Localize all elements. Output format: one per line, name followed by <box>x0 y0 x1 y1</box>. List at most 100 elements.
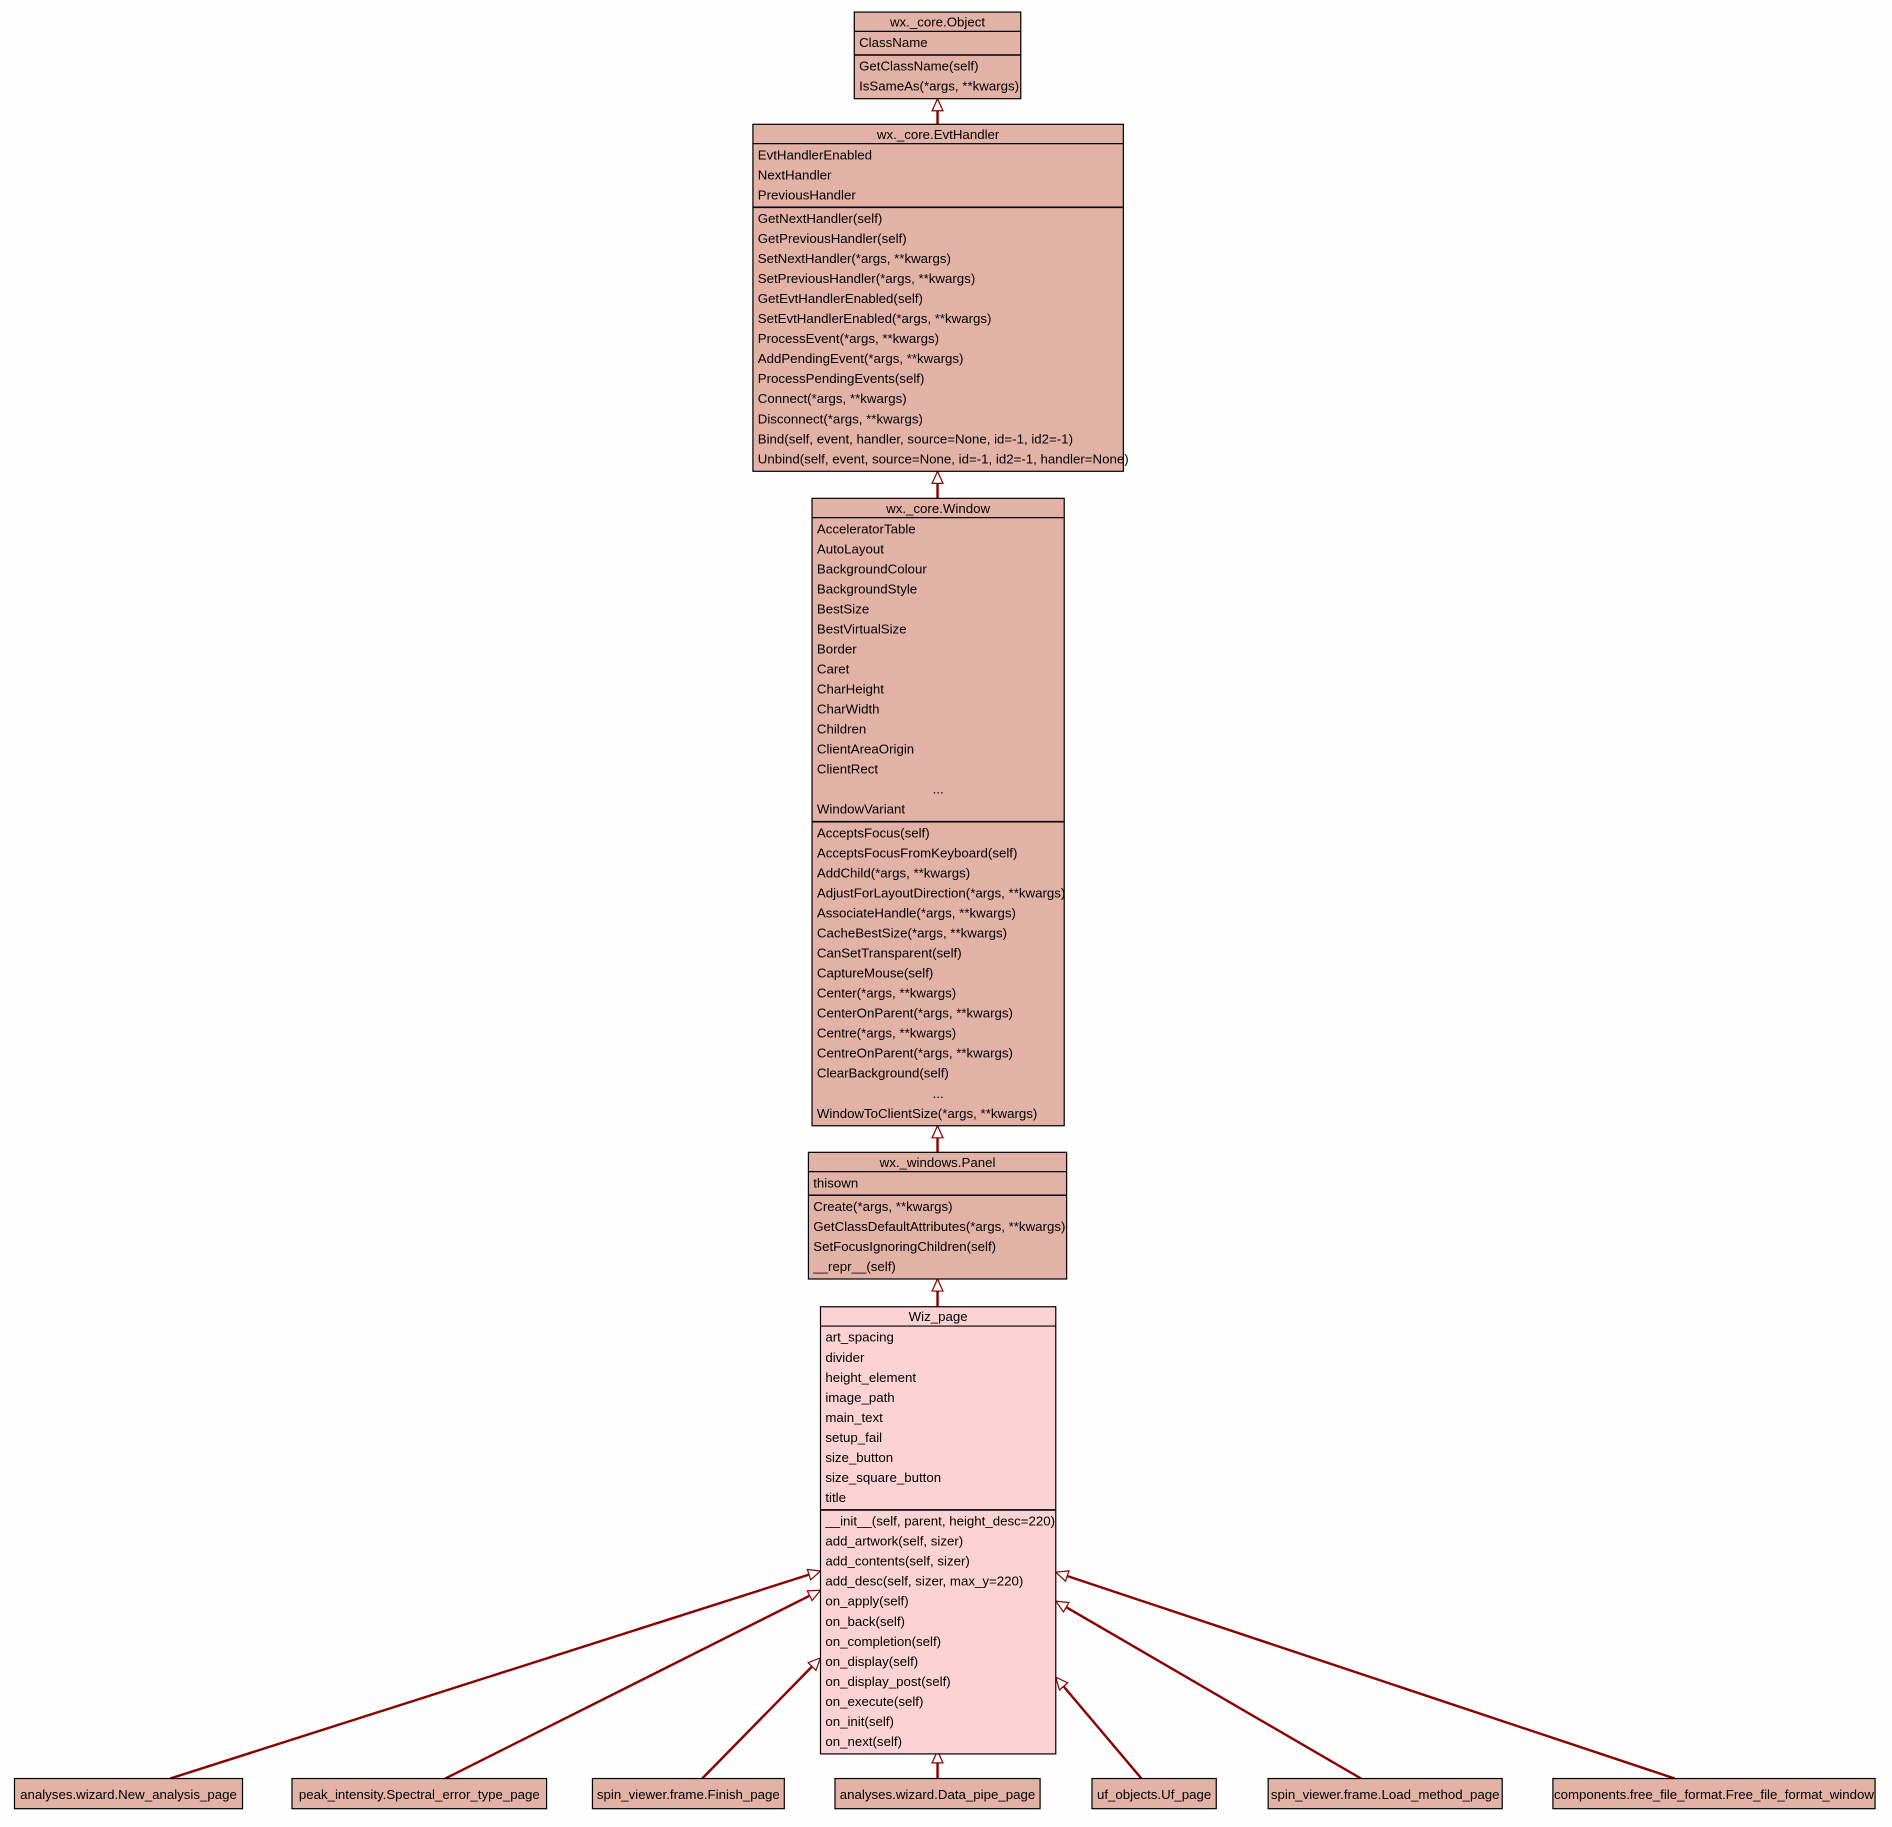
class-attribute: BackgroundStyle <box>817 581 917 596</box>
class-method: SetEvtHandlerEnabled(*args, **kwargs) <box>758 311 992 326</box>
class-method: AdjustForLayoutDirection(*args, **kwargs… <box>817 885 1065 900</box>
subclass-name: spin_viewer.frame.Load_method_page <box>1271 1787 1500 1802</box>
subclass-node[interactable]: analyses.wizard.New_analysis_page <box>13 1777 244 1810</box>
subclass-name: uf_objects.Uf_page <box>1097 1787 1211 1802</box>
class-attribute: title <box>825 1490 846 1505</box>
class-attribute: size_button <box>825 1450 893 1465</box>
class-attribute: ClassName <box>859 35 928 50</box>
class-method: add_artwork(self, sizer) <box>825 1534 963 1549</box>
class-method: Create(*args, **kwargs) <box>813 1199 952 1214</box>
class-attribute: AutoLayout <box>817 541 884 556</box>
class-method: on_apply(self) <box>825 1594 908 1609</box>
class-attribute: ... <box>933 782 944 797</box>
class-attribute: AcceleratorTable <box>817 521 916 536</box>
class-method: on_display_post(self) <box>825 1674 950 1689</box>
class-method: Unbind(self, event, source=None, id=-1, … <box>758 451 1129 466</box>
class-method: Connect(*args, **kwargs) <box>758 391 907 406</box>
subclass-node[interactable]: spin_viewer.frame.Load_method_page <box>1267 1777 1503 1810</box>
class-attribute: NextHandler <box>758 167 832 182</box>
edge-panel-to-window <box>931 1124 944 1153</box>
class-attribute: thisown <box>813 1175 858 1190</box>
class-attribute: PreviousHandler <box>758 187 857 202</box>
subclass-name: spin_viewer.frame.Finish_page <box>597 1787 780 1802</box>
class-attribute: setup_fail <box>825 1430 882 1445</box>
class-node-evthandler[interactable]: wx._core.EvtHandlerEvtHandlerEnabledNext… <box>752 123 1129 472</box>
class-method: GetClassDefaultAttributes(*args, **kwarg… <box>813 1219 1065 1234</box>
class-method: on_completion(self) <box>825 1634 941 1649</box>
subclass-node[interactable]: peak_intensity.Spectral_error_type_page <box>291 1777 548 1810</box>
subclass-name: analyses.wizard.Data_pipe_page <box>840 1787 1035 1802</box>
class-method: ProcessPendingEvents(self) <box>758 371 925 386</box>
edge-subclass-3 <box>931 1749 944 1779</box>
hollow-arrowhead-icon <box>1054 1676 1069 1691</box>
class-attribute: main_text <box>825 1410 883 1425</box>
class-method: SetPreviousHandler(*args, **kwargs) <box>758 271 976 286</box>
class-method: GetClassName(self) <box>859 59 978 74</box>
inheritance-edges <box>169 97 1676 1780</box>
class-attribute: size_square_button <box>825 1470 941 1485</box>
subclass-name: analyses.wizard.New_analysis_page <box>20 1787 237 1802</box>
class-attribute: height_element <box>825 1370 916 1385</box>
class-attribute: art_spacing <box>825 1330 894 1345</box>
edge-subclass-6 <box>1054 1570 1676 1780</box>
subclass-node[interactable]: analyses.wizard.Data_pipe_page <box>834 1777 1041 1810</box>
edge-wiz_page-to-panel <box>931 1277 944 1307</box>
edge-window-to-evthandler <box>931 469 944 499</box>
subclass-node[interactable]: components.free_file_format.Free_file_fo… <box>1552 1777 1876 1810</box>
class-method: AssociateHandle(*args, **kwargs) <box>817 905 1016 920</box>
hollow-arrowhead-icon <box>806 1589 822 1602</box>
class-attribute: ClientRect <box>817 762 879 777</box>
class-method: GetPreviousHandler(self) <box>758 231 907 246</box>
class-method: on_execute(self) <box>825 1694 923 1709</box>
hollow-arrowhead-icon <box>806 1568 822 1581</box>
class-attribute: CharHeight <box>817 682 884 697</box>
hollow-arrowhead-icon <box>931 1277 944 1292</box>
class-method: Center(*args, **kwargs) <box>817 986 956 1001</box>
class-method: ProcessEvent(*args, **kwargs) <box>758 331 939 346</box>
class-nodes: wx._core.ObjectClassNameGetClassName(sel… <box>13 11 1876 1810</box>
class-method: add_desc(self, sizer, max_y=220) <box>825 1574 1023 1589</box>
class-method: AcceptsFocusFromKeyboard(self) <box>817 845 1018 860</box>
class-node-window[interactable]: wx._core.WindowAcceleratorTableAutoLayou… <box>811 497 1065 1127</box>
class-method: CenterOnParent(*args, **kwargs) <box>817 1006 1013 1021</box>
class-method: AddPendingEvent(*args, **kwargs) <box>758 351 964 366</box>
class-method: CaptureMouse(self) <box>817 966 934 981</box>
edge-subclass-2 <box>701 1656 822 1780</box>
subclass-name: components.free_file_format.Free_file_fo… <box>1554 1787 1874 1802</box>
class-method: AcceptsFocus(self) <box>817 825 930 840</box>
class-attribute: image_path <box>825 1390 894 1405</box>
class-method: __init__(self, parent, height_desc=220) <box>824 1514 1055 1529</box>
subclass-node[interactable]: spin_viewer.frame.Finish_page <box>591 1777 785 1810</box>
hollow-arrowhead-icon <box>807 1656 822 1672</box>
class-method: SetFocusIgnoringChildren(self) <box>813 1239 996 1254</box>
class-attribute: Caret <box>817 662 850 677</box>
hollow-arrowhead-icon <box>931 469 944 484</box>
hollow-arrowhead-icon <box>1054 1600 1070 1614</box>
subclass-name: peak_intensity.Spectral_error_type_page <box>299 1787 540 1802</box>
edge-subclass-5 <box>1054 1600 1362 1780</box>
class-node-wiz-page[interactable]: Wiz_pageart_spacingdividerheight_element… <box>819 1306 1057 1755</box>
hollow-arrowhead-icon <box>931 1749 944 1764</box>
edge-subclass-4 <box>1054 1676 1143 1780</box>
class-method: CanSetTransparent(self) <box>817 946 962 961</box>
class-method: Centre(*args, **kwargs) <box>817 1026 956 1041</box>
class-method: on_init(self) <box>825 1714 894 1729</box>
class-method: GetEvtHandlerEnabled(self) <box>758 291 923 306</box>
class-method: add_contents(self, sizer) <box>825 1554 970 1569</box>
class-method: __repr__(self) <box>812 1259 896 1274</box>
class-attribute: BackgroundColour <box>817 561 927 576</box>
class-method: Bind(self, event, handler, source=None, … <box>758 431 1073 446</box>
class-title: wx._core.EvtHandler <box>876 127 1000 142</box>
class-method: IsSameAs(*args, **kwargs) <box>859 79 1019 94</box>
class-method: on_next(self) <box>825 1734 902 1749</box>
class-title: wx._windows.Panel <box>879 1155 996 1170</box>
subclass-node[interactable]: uf_objects.Uf_page <box>1091 1777 1217 1810</box>
class-title: wx._core.Window <box>885 501 990 516</box>
class-attribute: CharWidth <box>817 702 880 717</box>
class-method: ... <box>933 1086 944 1101</box>
hollow-arrowhead-icon <box>931 1124 944 1139</box>
class-node-object[interactable]: wx._core.ObjectClassNameGetClassName(sel… <box>853 11 1022 100</box>
class-method: Disconnect(*args, **kwargs) <box>758 411 923 426</box>
